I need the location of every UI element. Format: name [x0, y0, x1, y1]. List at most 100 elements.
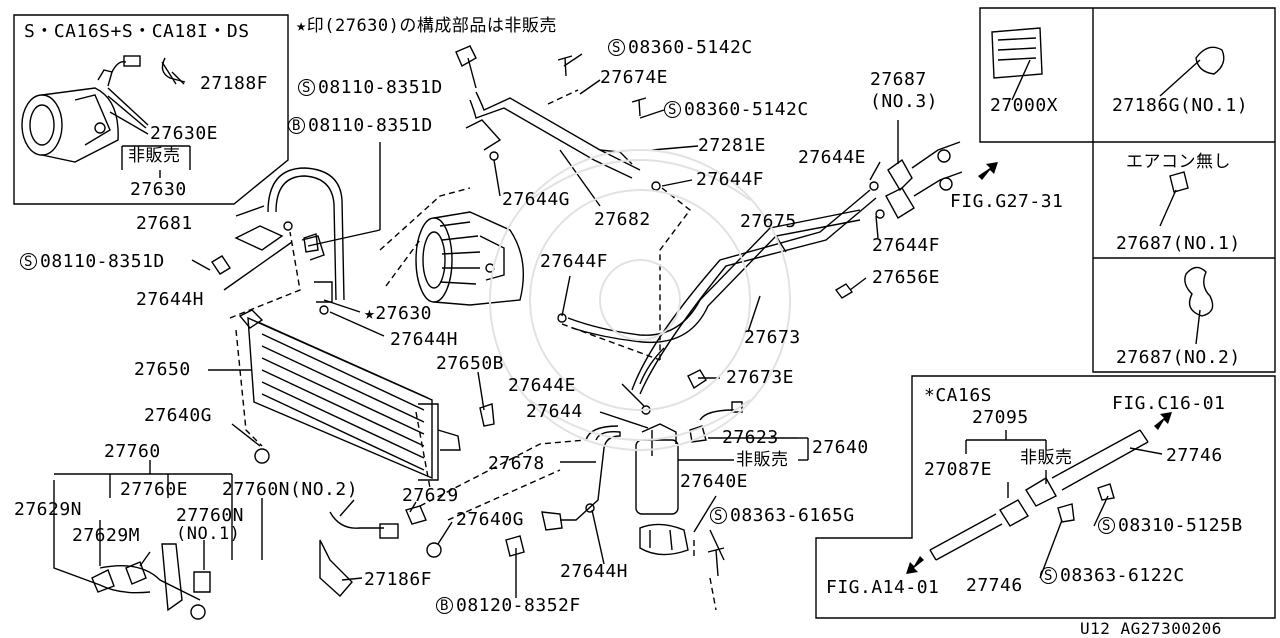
label-27678[interactable]: 27678: [488, 453, 545, 474]
label-27650B[interactable]: 27650B: [436, 353, 505, 374]
label-no1: (NO.1): [176, 524, 241, 544]
direction-arrows: [906, 162, 1172, 574]
bolt-prefix: S: [1040, 567, 1057, 584]
label-27687-no2[interactable]: 27687(NO.2): [1116, 347, 1241, 368]
harness: [53, 448, 442, 620]
label-27000X[interactable]: 27000X: [990, 95, 1059, 116]
inset-icons: [991, 27, 1225, 317]
label-27673[interactable]: 27673: [744, 327, 801, 348]
bolt-number: 08360-5142C: [684, 99, 809, 120]
label-27687-no3[interactable]: 27687: [870, 69, 927, 90]
bolts: [211, 45, 1189, 577]
label-27630E[interactable]: 27630E: [150, 123, 219, 144]
label-27682[interactable]: 27682: [594, 209, 651, 230]
label-27760[interactable]: 27760: [104, 441, 161, 462]
inset-compressor: [21, 55, 191, 178]
label-star-27630[interactable]: ★27630: [364, 303, 433, 324]
label-27650[interactable]: 27650: [134, 359, 191, 380]
label-27644E-a[interactable]: 27644E: [798, 147, 867, 168]
label-27644H-b[interactable]: 27644H: [390, 329, 459, 350]
label-27644H-a[interactable]: 27644H: [136, 289, 205, 310]
bolt-number: 08110-8351D: [308, 115, 433, 136]
fig-ref-g27[interactable]: FIG.G27-31: [950, 191, 1064, 212]
label-27746-b[interactable]: 27746: [966, 575, 1023, 596]
bolt-number: 08310-5125B: [1118, 515, 1243, 536]
bolt-number: 08110-8351D: [318, 77, 443, 98]
label-no3: (NO.3): [870, 91, 939, 112]
label-27675[interactable]: 27675: [740, 211, 797, 232]
bolt-prefix: S: [1098, 517, 1115, 534]
label-27644F-c[interactable]: 27644F: [540, 251, 609, 272]
label-27629N[interactable]: 27629N: [14, 499, 83, 520]
leader-lines: [54, 53, 1201, 598]
bolt-number: 08363-6122C: [1060, 565, 1185, 586]
bolt-prefix: B: [436, 597, 453, 614]
label-27760N-no1[interactable]: 27760N: [176, 505, 245, 526]
label-27644E-b[interactable]: 27644E: [508, 375, 577, 396]
condenser: [238, 309, 461, 481]
label-not-for-sale-2: 非販売: [1020, 448, 1073, 468]
label-27623[interactable]: 27623: [722, 427, 779, 448]
label-27188F[interactable]: 27188F: [200, 73, 269, 94]
inset-bottom-title: *CA16S: [924, 385, 993, 406]
label-27281E[interactable]: 27281E: [698, 135, 767, 156]
label-27760N-no2[interactable]: 27760N(NO.2): [222, 479, 359, 500]
label-27656E[interactable]: 27656E: [872, 267, 941, 288]
label-27746-a[interactable]: 27746: [1166, 445, 1223, 466]
label-27640[interactable]: 27640: [812, 437, 869, 458]
label-no-aircon: エアコン無し: [1126, 152, 1231, 172]
bolt-number: 08110-8351D: [40, 251, 165, 272]
bolt-prefix: S: [20, 253, 37, 270]
label-27644H-c[interactable]: 27644H: [560, 561, 629, 582]
label-27687-no1[interactable]: 27687(NO.1): [1116, 233, 1241, 254]
dashed-connectors: [229, 89, 717, 611]
label-27640G-b[interactable]: 27640G: [456, 509, 525, 530]
fig-ref-a14[interactable]: FIG.A14-01: [826, 577, 940, 598]
label-27629M[interactable]: 27629M: [72, 525, 141, 546]
label-27644F-a[interactable]: 27644F: [696, 169, 765, 190]
label-not-for-sale-3: 非販売: [736, 450, 789, 470]
receiver-drier: [635, 423, 689, 556]
main-compressor: [415, 211, 525, 306]
bolt-prefix: S: [710, 507, 727, 524]
diagram-code: U12 AG27300206: [1080, 619, 1222, 638]
label-27644G[interactable]: 27644G: [502, 189, 571, 210]
label-27644[interactable]: 27644: [526, 401, 583, 422]
watermark-emblem: [489, 149, 791, 451]
label-27640G-a[interactable]: 27640G: [144, 405, 213, 426]
inset-left-title: S・CA16S+S・CA18I・DS: [24, 21, 250, 42]
bolt-prefix: S: [608, 39, 625, 56]
label-27186G-no1[interactable]: 27186G(NO.1): [1112, 95, 1249, 116]
bolt-prefix: S: [298, 79, 315, 96]
fig-ref-c16[interactable]: FIG.C16-01: [1112, 393, 1226, 414]
o-rings: [283, 151, 885, 513]
label-27674E[interactable]: 27674E: [600, 67, 669, 88]
label-27760E[interactable]: 27760E: [120, 479, 189, 500]
unsold-note: ★印(27630)の構成部品は非販売: [296, 16, 557, 36]
label-27681[interactable]: 27681: [136, 213, 193, 234]
label-not-for-sale: 非販売: [128, 146, 181, 166]
label-27640E[interactable]: 27640E: [680, 471, 749, 492]
bolt-number: 08120-8352F: [456, 595, 581, 616]
label-27186F[interactable]: 27186F: [364, 569, 433, 590]
bolt-prefix: S: [664, 101, 681, 118]
hoses: [234, 57, 877, 531]
label-27087E[interactable]: 27087E: [924, 459, 993, 480]
label-27629[interactable]: 27629: [402, 485, 459, 506]
label-27644F-b[interactable]: 27644F: [872, 235, 941, 256]
label-27673E[interactable]: 27673E: [726, 367, 795, 388]
label-27630[interactable]: 27630: [130, 179, 187, 200]
label-27095[interactable]: 27095: [972, 407, 1029, 428]
bolt-number: 08360-5142C: [628, 37, 753, 58]
